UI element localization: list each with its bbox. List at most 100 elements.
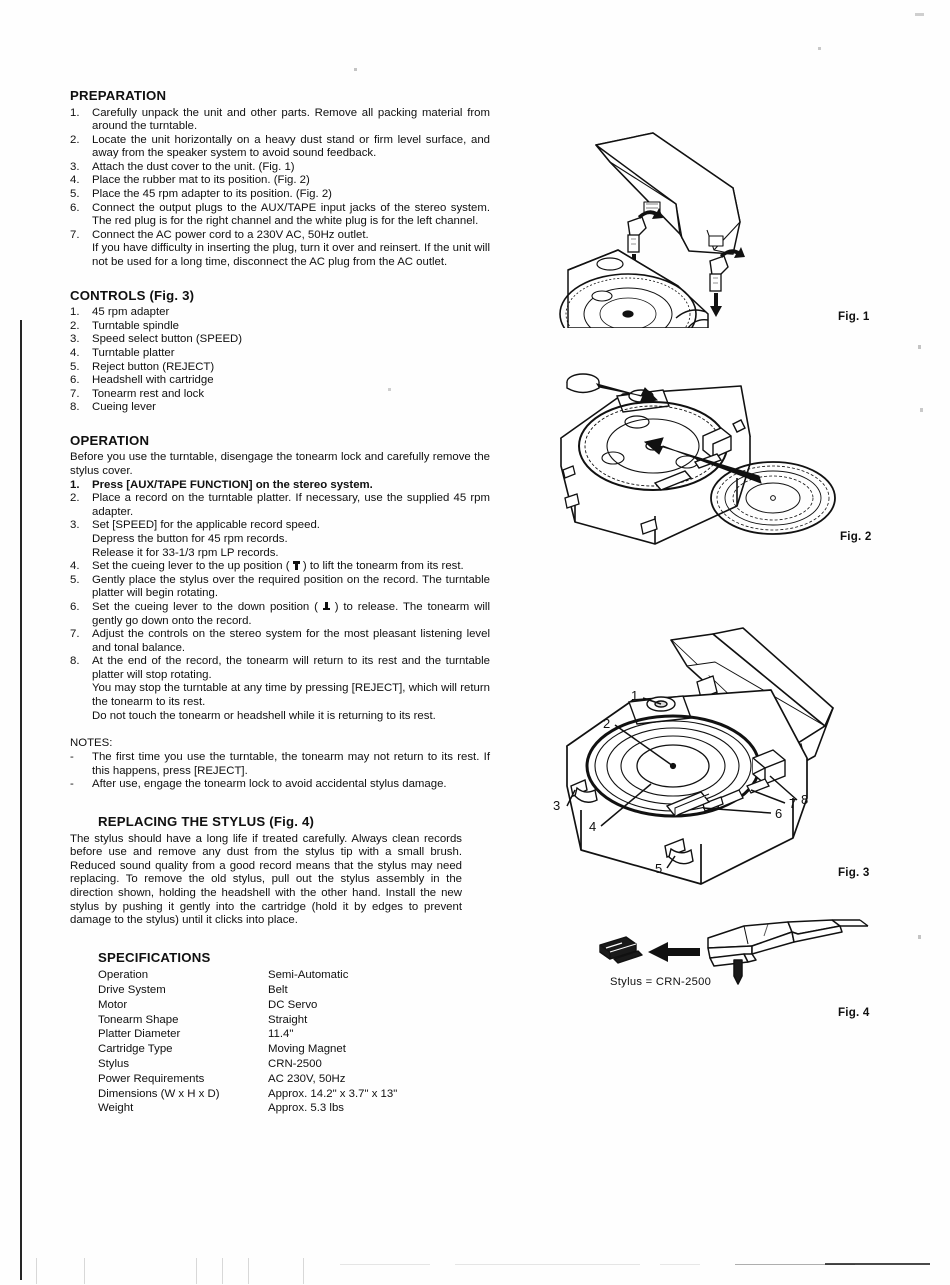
scan-speck (354, 68, 357, 71)
item-number: 2. (70, 319, 80, 332)
item-number: 1. (70, 306, 80, 319)
figure-3-callout-1: 1 (631, 688, 638, 703)
spec-value: Semi-Automatic (268, 969, 349, 982)
step-text: Press [AUX/TAPE FUNCTION] on the stereo … (92, 478, 373, 491)
note-marker: - (70, 751, 74, 764)
spec-value: Approx. 14.2" x 3.7" x 13" (268, 1087, 398, 1100)
step-number: 1. (70, 106, 80, 119)
spec-value: DC Servo (268, 998, 318, 1011)
spec-row: Motor DC Servo (98, 998, 397, 1013)
scan-speck (222, 1258, 223, 1284)
replacing-stylus-body: The stylus should have a long life if tr… (70, 832, 462, 927)
step-number: 3. (70, 519, 80, 532)
figure-1-label: Fig. 1 (838, 310, 870, 323)
spec-row: Stylus CRN-2500 (98, 1057, 397, 1072)
controls-item: 7. Tonearm rest and lock (70, 388, 490, 402)
heading-specifications: SPECIFICATIONS (98, 949, 211, 965)
step-text-after: ) to lift the tonearm from its rest. (299, 560, 464, 573)
figure-2-illustration (560, 373, 836, 545)
figure-3-callout-6: 6 (775, 806, 782, 821)
step-text: Connect the AC power cord to a 230V AC, … (92, 228, 369, 241)
figure-3-callout-3: 3 (553, 798, 560, 813)
cue-up-icon (292, 560, 300, 570)
preparation-step: 4. Place the rubber mat to its position.… (70, 174, 490, 188)
step-text: Place the rubber mat to its position. (F… (92, 174, 310, 187)
step-text: Place a record on the turntable platter.… (92, 492, 490, 518)
step-number: 6. (70, 201, 80, 214)
spec-key: Platter Diameter (98, 1028, 181, 1041)
step-number: 5. (70, 573, 80, 586)
operation-step: 3. Set [SPEED] for the applicable record… (70, 519, 490, 560)
item-text: Reject button (REJECT) (92, 360, 215, 373)
step-number: 5. (70, 188, 80, 201)
step-number: 4. (70, 560, 80, 573)
step-subtext: Do not touch the tonearm or headshell wh… (92, 709, 436, 722)
item-number: 3. (70, 333, 80, 346)
item-text: Tonearm rest and lock (92, 387, 205, 400)
step-number: 3. (70, 160, 80, 173)
scan-speck (818, 47, 821, 50)
figure-1-illustration (559, 132, 745, 328)
operation-step: 8. At the end of the record, the tonearm… (70, 655, 490, 723)
scan-speck (388, 388, 391, 391)
item-text: Headshell with cartridge (92, 374, 214, 387)
spec-key: Motor (98, 998, 128, 1011)
spec-key: Stylus (98, 1057, 130, 1070)
figure-4-label: Fig. 4 (838, 1006, 870, 1019)
figure-2: Fig. 2 (545, 358, 885, 553)
scan-speck (918, 345, 921, 349)
step-number: 7. (70, 228, 80, 241)
heading-preparation: PREPARATION (70, 88, 167, 103)
spec-row: Drive System Belt (98, 983, 397, 998)
figure-2-label: Fig. 2 (840, 530, 872, 543)
step-number: 1. (70, 478, 80, 491)
item-text: Speed select button (SPEED) (92, 333, 243, 346)
step-text: Connect the output plugs to the AUX/TAPE… (92, 201, 490, 228)
figure-3-callout-8: 8 (801, 792, 808, 807)
controls-item: 2. Turntable spindle (70, 320, 490, 334)
item-number: 4. (70, 346, 80, 359)
scan-artifact-left-line (20, 320, 22, 1280)
spec-row: Operation Semi-Automatic (98, 968, 397, 983)
spec-value: 11.4" (268, 1028, 294, 1041)
heading-replacing-stylus: REPLACING THE STYLUS (Fig. 4) (98, 814, 315, 830)
spec-value: Belt (268, 983, 288, 996)
item-number: 7. (70, 387, 80, 400)
step-number: 7. (70, 628, 80, 641)
step-text-after: ) to release. The tonearm will gently go… (92, 600, 490, 627)
specifications-table: Operation Semi-Automatic Drive System Be… (98, 968, 397, 1116)
step-subtext: If you have difficulty in inserting the … (92, 242, 490, 269)
controls-item: 5. Reject button (REJECT) (70, 361, 490, 375)
note-item: - The first time you use the turntable, … (70, 751, 490, 778)
step-text: Carefully unpack the unit and other part… (92, 106, 490, 133)
spec-row: Platter Diameter 11.4" (98, 1027, 397, 1042)
figure-3-callout-5: 5 (655, 861, 662, 876)
step-subtext: Release it for 33-1/3 rpm LP records. (92, 546, 279, 559)
heading-operation: OPERATION (70, 432, 150, 448)
scan-speck (36, 1258, 37, 1284)
figure-3: 1 2 3 4 5 6 7 8 Fig. 3 (525, 618, 925, 888)
item-number: 8. (70, 401, 80, 414)
scan-speck (915, 13, 924, 16)
notes-list: - The first time you use the turntable, … (70, 751, 490, 792)
controls-item: 1. 45 rpm adapter (70, 306, 490, 320)
step-text: Adjust the controls on the stereo system… (92, 628, 490, 654)
operation-step: 4. Set the cueing lever to the up positi… (70, 560, 490, 574)
notes-label: NOTES: (70, 737, 113, 750)
note-marker: - (70, 778, 74, 791)
scan-streak (660, 1264, 700, 1265)
scan-speck (303, 1258, 304, 1284)
note-item: - After use, engage the tonearm lock to … (70, 778, 490, 792)
figure-3-callout-4: 4 (589, 819, 596, 834)
spec-row: Dimensions (W x H x D) Approx. 14.2" x 3… (98, 1087, 397, 1102)
step-text: Attach the dust cover to the unit. (Fig.… (92, 160, 295, 173)
step-number: 8. (70, 655, 80, 668)
step-subtext: You may stop the turntable at any time b… (92, 682, 490, 709)
figure-3-illustration: 1 2 3 4 5 6 7 8 (553, 627, 834, 885)
spec-key: Weight (98, 1102, 134, 1115)
operation-step: 6. Set the cueing lever to the down posi… (70, 601, 490, 628)
step-number: 6. (70, 600, 80, 613)
step-text-before: Set the cueing lever to the down positio… (92, 600, 323, 613)
item-number: 5. (70, 360, 80, 373)
